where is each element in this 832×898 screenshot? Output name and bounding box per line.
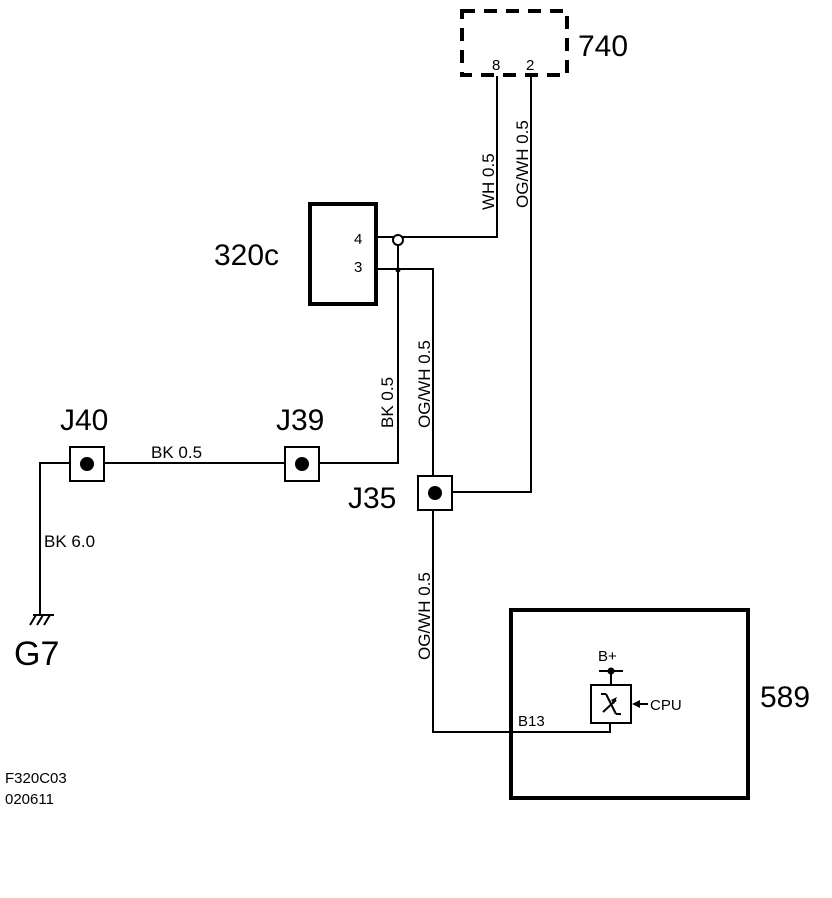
- wire-label-bk-320c: BK 0.5: [378, 377, 397, 428]
- wire-label-ogwh-320c: OG/WH 0.5: [415, 340, 434, 428]
- junction-j35-dot: [428, 486, 442, 500]
- splice-dot: [395, 267, 401, 273]
- splice-circle: [392, 234, 404, 246]
- wire-label-wh: WH 0.5: [479, 153, 498, 210]
- cpu-label: CPU: [650, 697, 682, 714]
- wire-ogwh-740-2-to-j35: [452, 76, 532, 493]
- ground-hatch-1: [29, 614, 37, 626]
- wire-label-ogwh-740: OG/WH 0.5: [513, 120, 532, 208]
- wire-ogwh-320c-3-to-j35: [376, 268, 434, 475]
- wire-wh-740-8-to-320c-4: [376, 76, 498, 238]
- pin-740-2: 2: [526, 57, 534, 74]
- wire-bk-320c-to-j39: [319, 245, 399, 464]
- component-320c-label: 320c: [214, 239, 279, 272]
- component-740-box: [460, 9, 569, 77]
- figure-date: 020611: [5, 791, 54, 808]
- ground-hatch-2: [36, 614, 44, 626]
- component-320c-box: [308, 202, 378, 306]
- pin-740-8: 8: [492, 57, 500, 74]
- ground-hatch-3: [43, 614, 51, 626]
- junction-j39-label: J39: [276, 404, 324, 437]
- junction-j35-label: J35: [348, 482, 396, 515]
- junction-j40-label: J40: [60, 404, 108, 437]
- junction-j39-dot: [295, 457, 309, 471]
- component-589-label: 589: [760, 681, 810, 714]
- pin-b13-label: B13: [518, 713, 545, 730]
- component-740-label: 740: [578, 30, 628, 63]
- wire-label-bk-j40-j39: BK 0.5: [151, 443, 202, 462]
- pin-320c-3: 3: [354, 259, 362, 276]
- junction-j40-dot: [80, 457, 94, 471]
- figure-code: F320C03: [5, 770, 67, 787]
- ground-label: G7: [14, 635, 59, 673]
- transistor-arrowhead: [611, 697, 617, 704]
- junction-j39-box: [284, 446, 320, 482]
- wire-label-ogwh-589: OG/WH 0.5: [415, 572, 434, 660]
- wire-label-bk-ground: BK 6.0: [44, 532, 95, 551]
- pin-320c-4: 4: [354, 231, 362, 248]
- cpu-arrowhead: [632, 700, 640, 708]
- component-589-box: [509, 608, 750, 800]
- bplus-label: B+: [598, 648, 617, 665]
- wire-bk-j40-to-g7: [39, 462, 70, 615]
- wire-ogwh-j35-to-589: [432, 510, 611, 733]
